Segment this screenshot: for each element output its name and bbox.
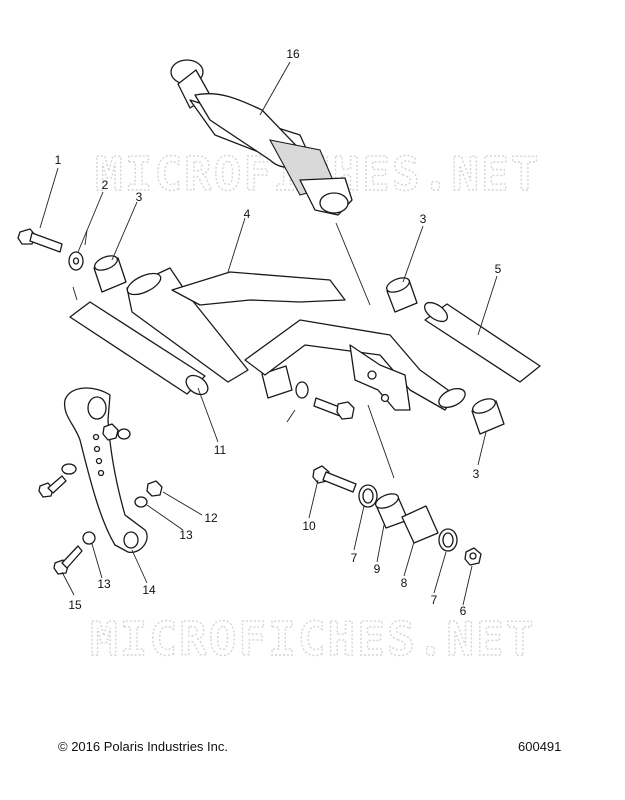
washer-13-lower (82, 531, 96, 545)
callout-16: 16 (286, 47, 300, 61)
washer-center (295, 381, 309, 399)
bolt-10 (312, 465, 357, 493)
callout-5: 5 (495, 262, 502, 276)
bushing-3-center (261, 365, 293, 399)
callout-3-right-bottom: 3 (473, 467, 480, 481)
callout-7-left: 7 (351, 551, 358, 565)
figure-number: 600491 (518, 739, 562, 754)
tube-11 (69, 301, 209, 396)
bolt-1 (17, 228, 63, 253)
bushing-3-left (93, 255, 127, 293)
callout-12: 12 (204, 511, 218, 525)
callout-13-lower: 13 (97, 577, 111, 591)
callout-1: 1 (55, 153, 62, 167)
washer-2 (68, 251, 84, 271)
shock-absorber (170, 59, 353, 216)
callout-11: 11 (214, 443, 227, 457)
washer-7-left (358, 484, 378, 508)
callout-3-left: 3 (136, 190, 143, 204)
link-plate-14 (63, 387, 148, 553)
copyright-text: © 2016 Polaris Industries Inc. (58, 739, 228, 754)
bushing-9 (374, 493, 409, 529)
callout-6: 6 (460, 604, 467, 618)
watermark-bottom: MICROFICHES.NET (90, 612, 535, 666)
washer-13-upper (134, 496, 148, 508)
callout-3-right-top: 3 (420, 212, 427, 226)
washer-7-right (438, 528, 458, 552)
bolt-left (38, 475, 67, 498)
sleeve-8 (401, 505, 439, 544)
leader-lines (39, 61, 498, 606)
washer-top (117, 428, 131, 440)
callout-10: 10 (302, 519, 316, 533)
callout-2: 2 (102, 178, 109, 192)
callout-7-right: 7 (431, 593, 438, 607)
nut-12 (146, 480, 163, 497)
bolt-15 (53, 545, 83, 575)
washer-mid (61, 463, 77, 475)
bushing-3-right-bottom (471, 398, 505, 435)
callout-9: 9 (374, 562, 381, 576)
nut-6 (464, 547, 482, 566)
nut-top (102, 423, 119, 441)
tube-5 (423, 301, 541, 383)
callout-8: 8 (401, 576, 408, 590)
callout-4: 4 (244, 207, 251, 221)
bushing-3-right-top (385, 277, 418, 313)
bolt-center (313, 397, 355, 420)
callout-13-upper: 13 (179, 528, 193, 542)
callout-14: 14 (142, 583, 156, 597)
callout-15: 15 (68, 598, 82, 612)
swing-arm-4 (126, 267, 466, 411)
